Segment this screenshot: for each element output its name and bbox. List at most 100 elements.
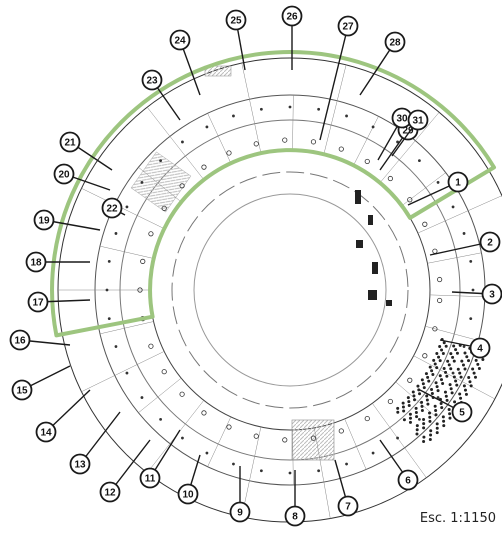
crowd-dot: [465, 355, 469, 359]
partition-line: [81, 188, 165, 229]
crowd-dot: [441, 382, 445, 386]
column-dot: [259, 469, 263, 473]
callout-badge: [337, 15, 359, 37]
crowd-dot: [438, 374, 442, 378]
partition-line: [241, 63, 262, 154]
crowd-dot: [442, 367, 446, 371]
crowd-dot: [435, 426, 439, 430]
column-dot: [259, 107, 263, 111]
callout-badge: [479, 231, 501, 253]
callout-badge: [141, 69, 163, 91]
plan-ring: [94, 94, 486, 486]
column-ring: [226, 150, 232, 156]
column-dot: [105, 288, 109, 292]
equipment-block: [368, 215, 373, 225]
partition-line: [207, 416, 232, 467]
crowd-dot: [408, 420, 412, 424]
crowd-dot: [432, 358, 436, 362]
crowd-dot: [440, 406, 444, 410]
crowd-dot: [435, 385, 439, 389]
crowd-dot: [415, 428, 419, 432]
crowd-dot: [433, 362, 437, 366]
crowd-dot: [444, 370, 448, 374]
crowd-dot: [413, 398, 417, 402]
column-ring: [432, 326, 438, 332]
crowd-dot: [434, 413, 438, 417]
crowd-dot: [434, 381, 438, 385]
column-ring: [282, 137, 288, 143]
crowd-dot: [452, 344, 456, 348]
column-dot: [288, 105, 292, 109]
column-ring: [310, 139, 317, 145]
column-dot: [159, 418, 162, 421]
crowd-dot: [420, 404, 424, 408]
callout-number: 24: [174, 36, 186, 47]
crowd-dot: [435, 366, 439, 370]
callout-number: 6: [405, 476, 411, 487]
crowd-dot: [407, 400, 411, 404]
crowd-dot: [425, 394, 429, 398]
callout-number: 14: [40, 428, 52, 439]
partition-line: [427, 252, 482, 264]
crowd-dot: [396, 410, 400, 414]
callout-number: 26: [286, 12, 298, 23]
callout-badge: [35, 421, 57, 443]
crowd-dot: [425, 398, 429, 402]
callout-number: 10: [182, 490, 194, 501]
column-dot: [469, 259, 473, 263]
partition-line: [323, 64, 347, 155]
crowd-dot: [446, 359, 450, 363]
crowd-dot: [402, 409, 406, 413]
partition-line: [146, 107, 205, 180]
column-dot: [451, 205, 455, 209]
partition-line: [401, 172, 446, 206]
column-dot: [232, 114, 235, 118]
crowd-dot: [454, 348, 458, 352]
callout-badge: [99, 481, 121, 503]
crowd-dot: [445, 398, 449, 402]
partition-line: [81, 351, 165, 392]
crowd-dot: [415, 415, 419, 419]
callout-leader: [79, 411, 121, 465]
column-ring: [253, 141, 259, 147]
column-dot: [462, 232, 466, 235]
crowd-dot: [415, 432, 419, 436]
crowd-dot: [442, 424, 446, 428]
crowd-dot: [436, 389, 440, 393]
column-ring: [338, 428, 344, 434]
hatched-area: [204, 65, 232, 77]
column-ring: [140, 258, 146, 264]
column-ring: [407, 197, 413, 203]
crowd-dot: [464, 392, 468, 396]
column-ring: [437, 276, 443, 283]
crowd-dot: [430, 391, 434, 395]
crowd-dot: [463, 367, 467, 371]
column-ring: [148, 231, 154, 237]
crowd-dot: [417, 388, 421, 392]
crowd-dot: [460, 359, 464, 363]
crowd-dot: [408, 412, 412, 416]
crowd-dot: [424, 372, 428, 376]
callout-badge: [53, 163, 75, 185]
crowd-dot: [456, 367, 460, 371]
plan-ring: [193, 193, 387, 387]
callout-number: 8: [292, 512, 298, 523]
crowd-dot: [428, 365, 432, 369]
crowd-dot: [467, 376, 471, 380]
column-ring: [148, 343, 154, 349]
crowd-dot: [455, 351, 459, 355]
crowd-dot: [447, 363, 451, 367]
column-dot: [436, 181, 440, 184]
crowd-dot: [471, 367, 475, 371]
column-ring: [201, 164, 207, 170]
callout-number: 29: [402, 126, 414, 137]
callout-number: 9: [237, 508, 243, 519]
callout-number: 31: [412, 116, 424, 127]
callout-number: 13: [74, 460, 86, 471]
column-ring: [310, 435, 317, 441]
crowd-dot: [452, 375, 456, 379]
column-ring: [364, 415, 370, 422]
crowd-dot: [435, 352, 439, 356]
crowd-dot: [450, 391, 454, 395]
column-dot: [317, 469, 321, 473]
